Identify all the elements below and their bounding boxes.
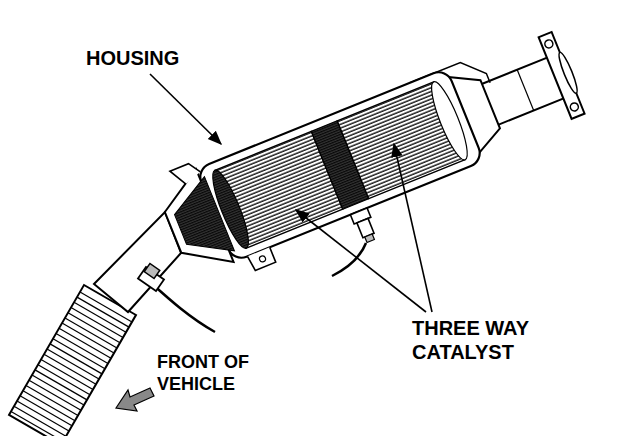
part-label: HOUSING [86,46,236,70]
converter-body [151,18,602,309]
leader-line [394,144,432,312]
leader-line [296,210,426,312]
part-label: THREE WAY CATALYST [412,316,577,364]
direction-label: FRONT OF VEHICLE [157,352,292,395]
oxygen-sensor [138,263,215,332]
direction-arrow [116,388,154,411]
flex-pipe [9,285,136,436]
leader-line [150,74,221,144]
sensor-wire [332,243,366,276]
